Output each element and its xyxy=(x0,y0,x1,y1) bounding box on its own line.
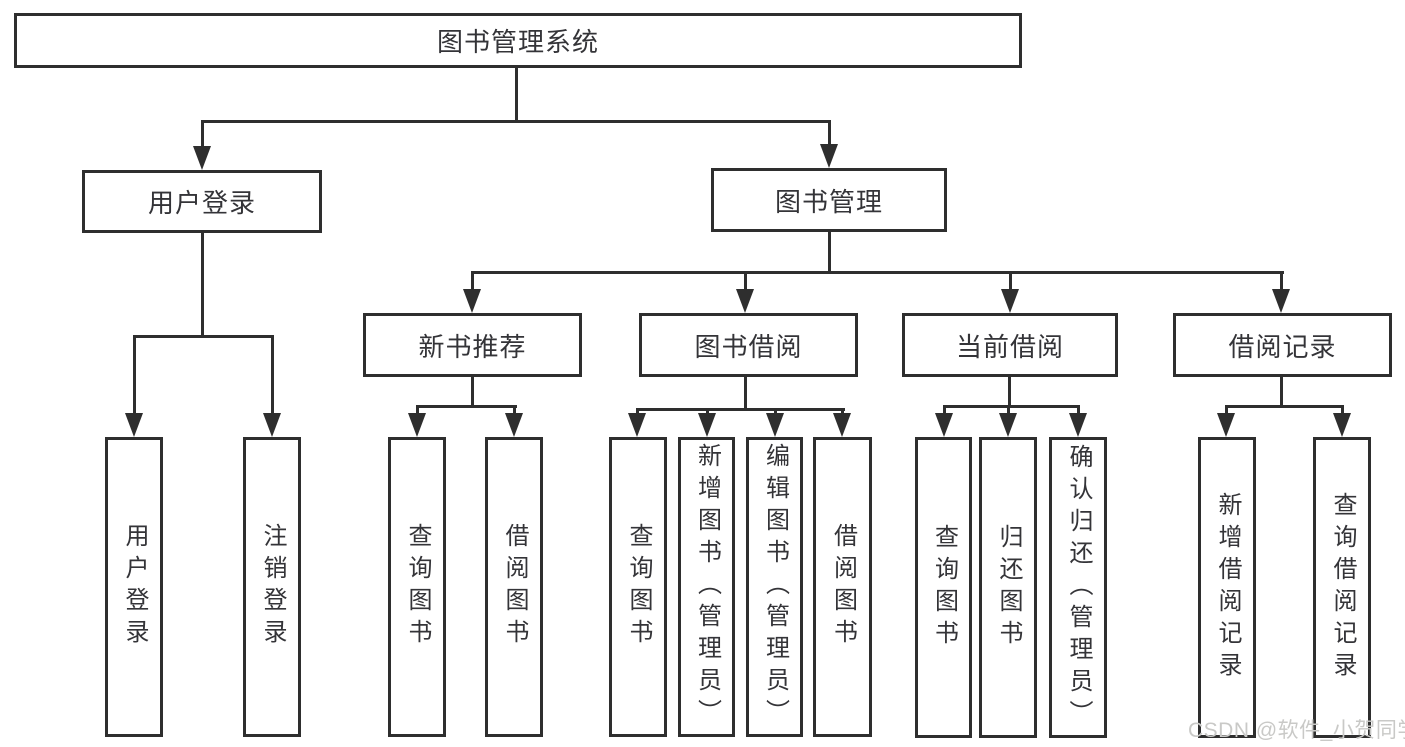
leaf-newbook-borrow-books: 借阅图书 xyxy=(485,437,543,737)
connector-line xyxy=(201,233,204,337)
node-current-borrow: 当前借阅 xyxy=(902,313,1118,377)
connector-line xyxy=(1225,405,1228,417)
leaf-record-add-borrow-record: 新增借阅记录 xyxy=(1198,437,1256,738)
connector-line xyxy=(943,405,1080,408)
leaf-borrow-add-books-admin: 新增图书（管理员） xyxy=(678,437,735,737)
arrowhead-down-icon xyxy=(935,413,953,437)
leaf-borrow-borrow-books: 借阅图书 xyxy=(813,437,872,737)
arrowhead-down-icon xyxy=(263,413,281,437)
connector-line xyxy=(133,335,274,338)
arrowhead-down-icon xyxy=(736,289,754,313)
connector-line xyxy=(271,335,274,415)
node-borrow-record: 借阅记录 xyxy=(1173,313,1392,377)
arrowhead-down-icon xyxy=(408,413,426,437)
connector-line xyxy=(201,120,831,123)
arrowhead-down-icon xyxy=(463,289,481,313)
leaf-logout: 注销登录 xyxy=(243,437,301,737)
connector-line xyxy=(1341,405,1344,417)
connector-line xyxy=(416,405,419,417)
arrowhead-down-icon xyxy=(1272,289,1290,313)
connector-line xyxy=(828,120,831,146)
arrowhead-down-icon xyxy=(698,413,716,437)
arrowhead-down-icon xyxy=(1333,413,1351,437)
leaf-user-login: 用户登录 xyxy=(105,437,163,737)
connector-line xyxy=(636,408,639,417)
arrowhead-down-icon xyxy=(766,413,784,437)
arrowhead-down-icon xyxy=(1069,413,1087,437)
connector-line xyxy=(416,405,517,408)
arrowhead-down-icon xyxy=(505,413,523,437)
connector-line xyxy=(1077,405,1080,417)
connector-line xyxy=(513,405,516,417)
leaf-borrow-edit-books-admin: 编辑图书（管理员） xyxy=(746,437,803,737)
connector-line xyxy=(1280,377,1283,407)
connector-line xyxy=(471,271,474,293)
connector-line xyxy=(1280,271,1283,293)
arrowhead-down-icon xyxy=(999,413,1017,437)
connector-line xyxy=(1008,377,1011,407)
connector-line xyxy=(1225,405,1344,408)
arrowhead-down-icon xyxy=(193,146,211,170)
connector-line xyxy=(471,271,1284,274)
connector-line xyxy=(841,408,844,417)
node-book-borrow: 图书借阅 xyxy=(639,313,858,377)
node-user-login: 用户登录 xyxy=(82,170,322,233)
connector-line xyxy=(471,377,474,407)
arrowhead-down-icon xyxy=(628,413,646,437)
leaf-borrow-query-books: 查询图书 xyxy=(609,437,667,737)
connector-line xyxy=(706,408,709,417)
arrowhead-down-icon xyxy=(1217,413,1235,437)
connector-line xyxy=(636,408,845,411)
connector-line xyxy=(1009,271,1012,293)
connector-line xyxy=(515,68,518,122)
connector-line xyxy=(744,271,747,293)
connector-line xyxy=(943,405,946,417)
connector-line xyxy=(133,335,136,415)
connector-line xyxy=(1007,405,1010,417)
connector-line xyxy=(774,408,777,417)
leaf-current-query-books: 查询图书 xyxy=(915,437,972,738)
node-book-management: 图书管理 xyxy=(711,168,947,232)
connector-line xyxy=(201,120,204,148)
connector-line xyxy=(828,232,831,273)
node-new-book-recommend: 新书推荐 xyxy=(363,313,582,377)
leaf-current-return-books: 归还图书 xyxy=(979,437,1037,738)
arrowhead-down-icon xyxy=(820,144,838,168)
leaf-newbook-query-books: 查询图书 xyxy=(388,437,446,737)
arrowhead-down-icon xyxy=(833,413,851,437)
leaf-record-query-borrow-record: 查询借阅记录 xyxy=(1313,437,1371,738)
arrowhead-down-icon xyxy=(125,413,143,437)
connector-line xyxy=(744,377,747,410)
node-root-system: 图书管理系统 xyxy=(14,13,1022,68)
leaf-current-confirm-return-admin: 确认归还（管理员） xyxy=(1049,437,1107,738)
arrowhead-down-icon xyxy=(1001,289,1019,313)
